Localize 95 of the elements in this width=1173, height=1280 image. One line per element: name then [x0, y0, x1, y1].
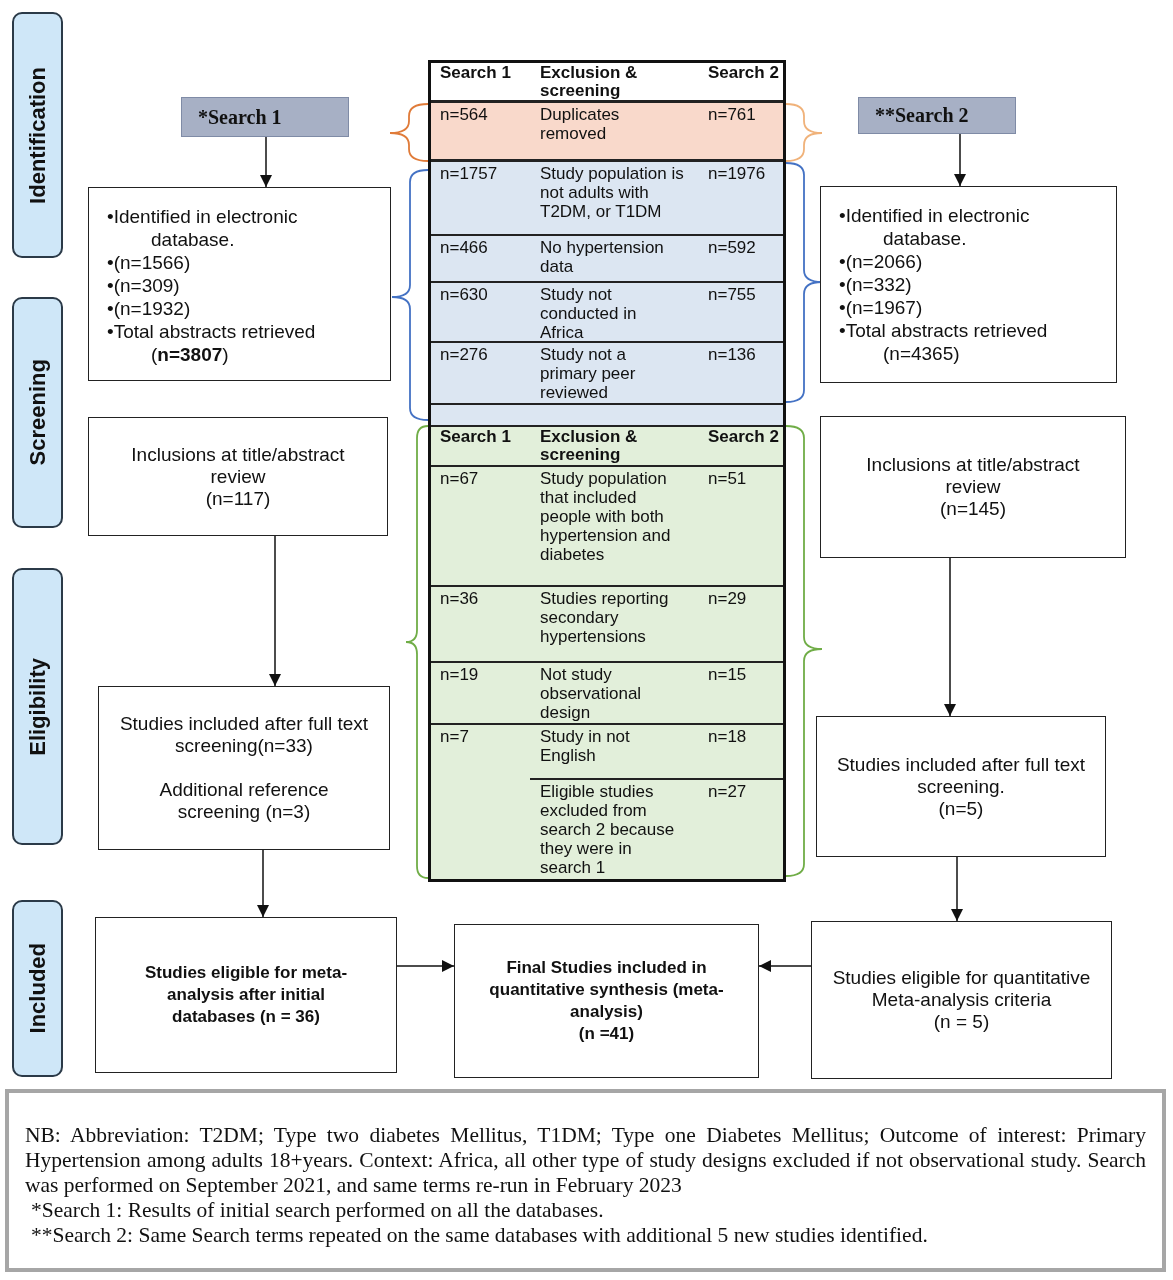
phase-band	[12, 297, 63, 528]
table-header-row	[431, 63, 783, 103]
search-label: **Search 2	[875, 104, 969, 127]
arrow	[396, 960, 455, 972]
note-box	[5, 1089, 1166, 1272]
count-text: n=1757	[440, 164, 498, 183]
column-header: Search 1	[440, 428, 511, 446]
count-text: n=29	[708, 589, 747, 608]
process-box	[88, 417, 388, 536]
phase-band	[12, 12, 63, 258]
count-text: n=564	[440, 105, 488, 124]
table-row	[431, 103, 783, 162]
phase-label: Screening	[24, 359, 51, 466]
list-item: •(n=332)	[839, 273, 912, 296]
process-box	[88, 187, 391, 381]
list-item: •Total abstracts retrieved (n=4365)	[839, 319, 1049, 365]
criterion-text: Duplicates removed	[540, 105, 621, 143]
column-header: Search 1	[440, 64, 511, 82]
box-text: (n=145)	[940, 498, 1006, 520]
count-text: n=276	[440, 345, 488, 364]
count-text: n=7	[440, 727, 469, 746]
note-text: NB: Abbreviation: T2DM; Type two diabetes Mellitus, T1DM; Type one Diabetes Mellitus; Outcome of interest: Primary Hypertension among adults 18+years. Context: Africa, all other type of study designs excluded if not observational study. Search was performed on September 2021, and same terms re-run in February 2023	[25, 1123, 1146, 1198]
arrow	[758, 960, 812, 972]
table-header-row	[431, 425, 783, 467]
criterion-text: Eligible studies excluded from search 2 because they were in search 1	[540, 782, 676, 877]
count-text: n=51	[708, 469, 747, 488]
arrow	[944, 557, 956, 717]
process-box	[811, 921, 1112, 1079]
arrow	[269, 535, 281, 687]
phase-band	[12, 568, 63, 845]
count-text: n=755	[708, 285, 756, 304]
column-header: Search 2	[708, 428, 779, 446]
list-item: •(n=1566)	[107, 251, 191, 274]
criterion-text: No hypertension data	[540, 238, 665, 276]
count-text: n=592	[708, 238, 756, 257]
box-text: Studies included after full text screening.	[835, 753, 1087, 798]
phase-band	[12, 900, 63, 1077]
search-header-box	[181, 97, 349, 137]
criterion-text: Not study observational design	[540, 665, 643, 722]
count-text: n=630	[440, 285, 488, 304]
phase-label: Eligibility	[24, 657, 51, 756]
box-text: Inclusions at title/abstract review	[130, 443, 346, 488]
process-box	[95, 917, 397, 1073]
criterion-text: Study in not English	[540, 727, 631, 765]
count-text: n=1976	[708, 164, 766, 183]
criterion-text: Studies reporting secondary hypertensions	[540, 589, 670, 646]
box-text: (n =41)	[578, 1023, 635, 1045]
criterion-text: Study not a primary peer reviewed	[540, 345, 637, 402]
count-text: n=136	[708, 345, 756, 364]
search-label: *Search 1	[198, 105, 282, 129]
box-text: Studies eligible for meta-analysis after initial databases (n = 36)	[143, 962, 349, 1028]
arrow	[257, 849, 269, 918]
box-text: (n=5)	[938, 797, 984, 820]
process-box	[820, 416, 1126, 558]
count-text: n=15	[708, 665, 747, 684]
count-text: n=466	[440, 238, 488, 257]
list-item: •Identified in electronic database.	[107, 205, 299, 251]
exclusion-table	[428, 60, 786, 882]
box-text: Final Studies included in quantitative synthesis (meta-analysis)	[488, 957, 725, 1023]
box-text: Studies eligible for quantitative Meta-analysis criteria	[831, 967, 1092, 1011]
box-text: (n = 5)	[933, 1011, 990, 1033]
column-header: Exclusion & screening	[540, 64, 639, 100]
list-item: •Identified in electronic database.	[839, 204, 1031, 250]
count-text: n=18	[708, 727, 747, 746]
search-header-box	[858, 97, 1016, 134]
column-header: Exclusion & screening	[540, 428, 639, 464]
list-item: •Total abstracts retrieved (n=3807)	[107, 320, 317, 366]
box-text: Studies included after full text screening(n=33)	[118, 713, 370, 757]
note-text: *Search 1: Results of initial search performed on all the databases.	[30, 1198, 605, 1223]
phase-label: Identification	[24, 66, 51, 204]
list-item: •(n=309)	[107, 274, 180, 297]
list-item: •(n=1932)	[107, 297, 191, 320]
box-text: (n=117)	[205, 487, 271, 510]
box-text: Inclusions at title/abstract review	[865, 454, 1081, 498]
list-item: •(n=1967)	[839, 296, 923, 319]
process-box	[454, 924, 759, 1078]
arrow	[260, 136, 272, 188]
count-text: n=67	[440, 469, 479, 488]
arrow	[954, 133, 966, 187]
criterion-text: Study not conducted in Africa	[540, 285, 638, 342]
list-item: •(n=2066)	[839, 250, 923, 273]
phase-label: Included	[24, 943, 51, 1034]
arrow	[951, 856, 963, 922]
count-text: n=19	[440, 665, 479, 684]
criterion-text: Study population is not adults with T2DM, or T1DM	[540, 164, 685, 221]
criterion-text: Study population that included people with both hypertension and diabetes	[540, 469, 672, 564]
process-box	[816, 716, 1106, 857]
column-header: Search 2	[708, 64, 779, 82]
note-text: **Search 2: Same Search terms repeated on the same databases with additional 5 new studies identified.	[30, 1223, 929, 1248]
box-text: Additional reference screening (n=3)	[158, 779, 330, 823]
process-box	[98, 686, 390, 850]
count-text: n=27	[708, 782, 747, 801]
count-text: n=761	[708, 105, 756, 124]
count-text: n=36	[440, 589, 479, 608]
process-box	[820, 186, 1117, 383]
